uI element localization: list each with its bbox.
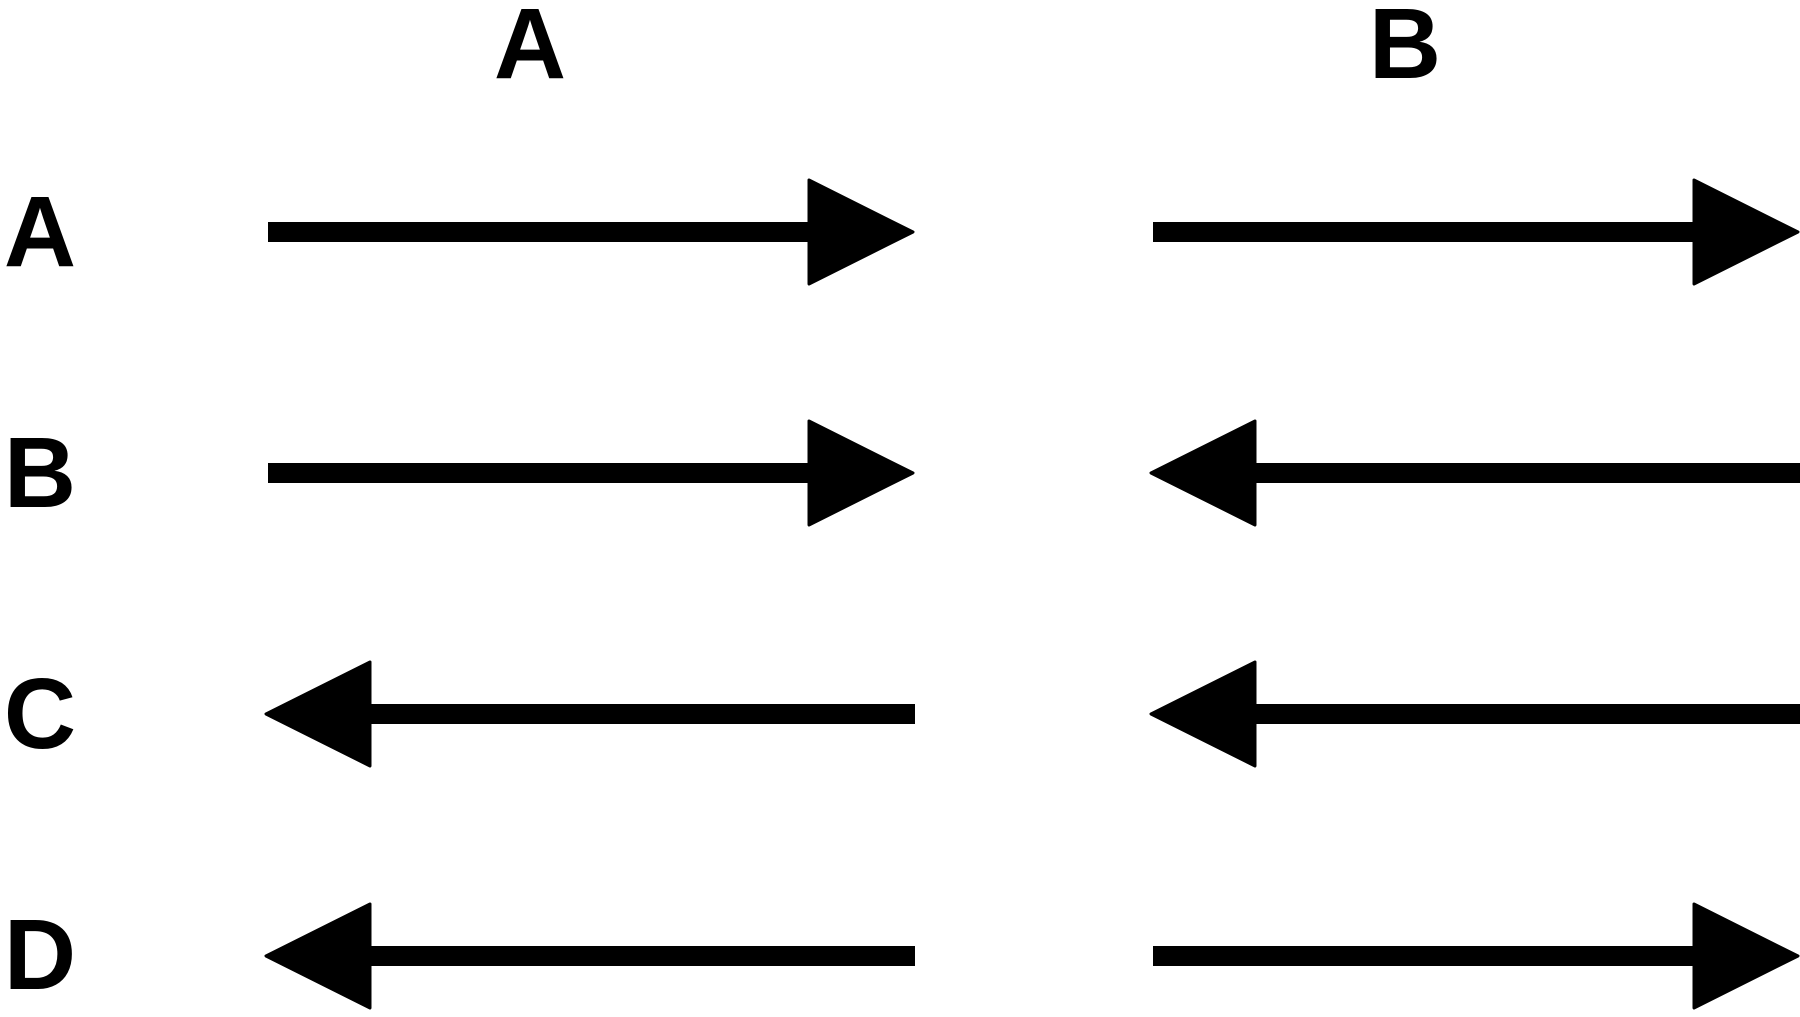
arrow-head-left <box>1149 419 1257 527</box>
arrow-head-right <box>1692 902 1800 1010</box>
arrow-head-left <box>1149 660 1257 768</box>
row-label-c: C <box>3 658 77 770</box>
arrow-b-a-right <box>268 419 915 527</box>
row-label-a: A <box>3 176 77 288</box>
arrow-head-right <box>807 178 915 286</box>
arrow-d-b-right <box>1153 902 1800 1010</box>
row-label-d: D <box>3 899 77 1011</box>
column-label-a: A <box>493 0 567 100</box>
arrow-d-a-left <box>264 902 915 1010</box>
row-label-b: B <box>3 417 77 529</box>
arrow-a-b-right <box>1153 178 1800 286</box>
arrow-head-left <box>264 902 372 1010</box>
arrow-b-b-left <box>1149 419 1800 527</box>
arrow-c-a-left <box>264 660 915 768</box>
arrow-head-left <box>264 660 372 768</box>
arrow-head-right <box>807 419 915 527</box>
arrow-head-right <box>1692 178 1800 286</box>
arrow-c-b-left <box>1149 660 1800 768</box>
column-label-b: B <box>1368 0 1442 100</box>
arrow-a-a-right <box>268 178 915 286</box>
